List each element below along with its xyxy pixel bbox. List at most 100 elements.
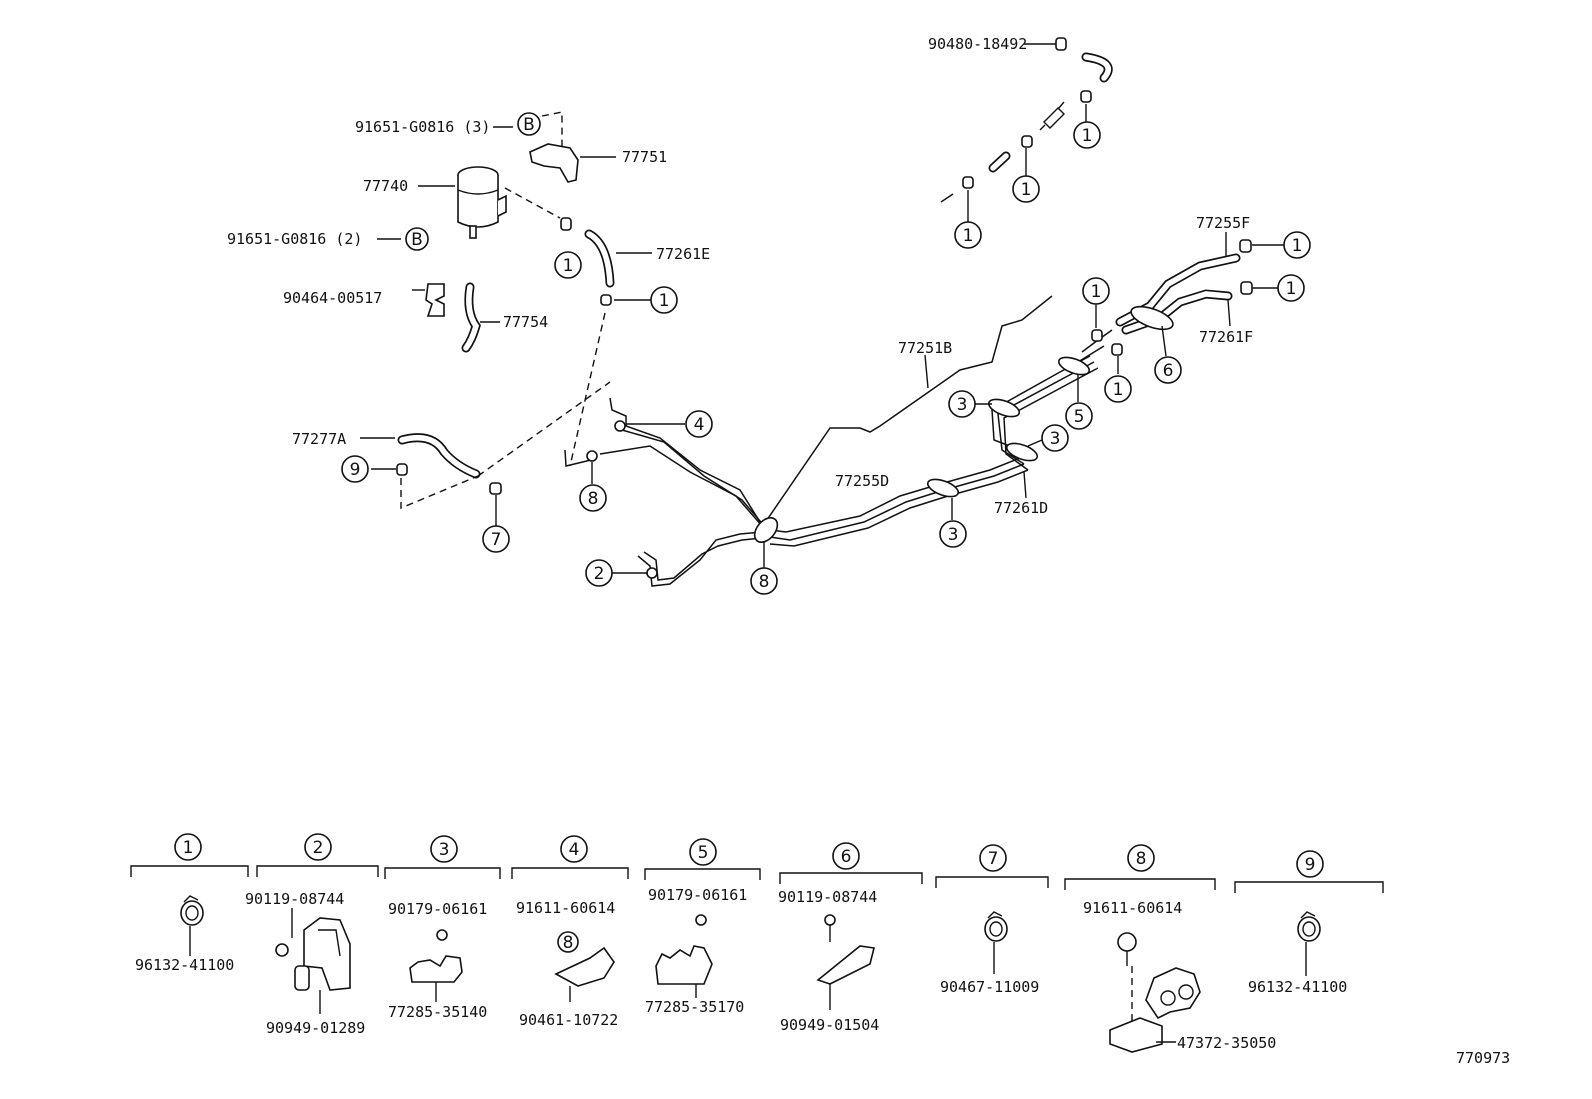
canister-77740: [457, 175, 499, 228]
legend-group-5: 5 90179-06161 77285-35170: [644, 838, 761, 1016]
label-90480-18492: 90480-18492: [928, 35, 1027, 53]
hose-77277a-group: 77277A: [292, 381, 611, 526]
label-77277a: 77277A: [292, 430, 346, 448]
part-77285-35170: 77285-35170: [645, 998, 744, 1016]
callout-1: 1: [1277, 274, 1305, 302]
part-90179-06161: 90179-06161: [388, 900, 487, 918]
callout-5: 5: [1065, 402, 1093, 430]
part-91611-60614-b: 91611-60614: [1083, 899, 1182, 917]
svg-text:4: 4: [569, 840, 580, 860]
callout-8: 8: [750, 567, 778, 595]
fuel-pipes: 77251B: [564, 104, 1284, 587]
legend-group-9: 9 96132-41100: [1234, 850, 1384, 996]
svg-text:8: 8: [759, 572, 770, 592]
part-96132-41100-b: 96132-41100: [1248, 978, 1347, 996]
legend-group-6: 6 90119-08744 90949-01504: [778, 842, 923, 1034]
part-90461-10722: 90461-10722: [519, 1011, 618, 1029]
callout-1: 1: [1283, 231, 1311, 259]
label-77261e: 77261E: [656, 245, 710, 263]
callouts: 1 1 1 1 1 1 1 1 1 6 5 3 3 3 4 8 8 2 9 7: [341, 121, 1311, 595]
svg-text:5: 5: [698, 843, 709, 863]
callout-1: 1: [1012, 175, 1040, 203]
svg-text:1: 1: [1082, 126, 1093, 146]
legend-group-4: 4 91611-60614 8 90461-10722: [511, 835, 629, 1029]
legend-group-8: 8 91611-60614 47372-35050: [1064, 844, 1276, 1053]
part-77285-35140: 77285-35140: [388, 1003, 487, 1021]
svg-text:1: 1: [563, 256, 574, 276]
svg-text:B: B: [411, 230, 423, 250]
svg-text:3: 3: [439, 840, 450, 860]
svg-text:8: 8: [563, 933, 574, 953]
clamp-icon: [1055, 37, 1067, 51]
label-91651-g0816-2: 91651-G0816 (2): [227, 230, 362, 248]
svg-text:7: 7: [491, 530, 502, 550]
svg-text:3: 3: [948, 525, 959, 545]
callout-1: 1: [1082, 277, 1110, 305]
canister-group: 91651-G0816 (3) B 77751 77740 91651-G081…: [227, 111, 710, 467]
svg-text:6: 6: [841, 847, 852, 867]
legend: 1 96132-41100 2 90119-08744 90949-01289 …: [130, 833, 1384, 1053]
part-90949-01504: 90949-01504: [780, 1016, 879, 1034]
legend-group-3: 3 90179-06161 77285-35140: [384, 835, 501, 1021]
svg-text:8: 8: [1136, 849, 1147, 869]
svg-text:4: 4: [694, 415, 705, 435]
clip-90464: [425, 283, 445, 317]
svg-text:5: 5: [1074, 407, 1085, 427]
label-77255f: 77255F: [1196, 214, 1250, 232]
svg-text:9: 9: [350, 460, 361, 480]
part-96132-41100: 96132-41100: [135, 956, 234, 974]
diagram-id: 770973: [1456, 1049, 1510, 1067]
svg-text:8: 8: [588, 489, 599, 509]
svg-text:1: 1: [1292, 236, 1303, 256]
svg-text:1: 1: [1286, 279, 1297, 299]
label-91651-g0816-3: 91651-G0816 (3): [355, 118, 490, 136]
callout-8: 8: [579, 484, 607, 512]
part-90467-11009: 90467-11009: [940, 978, 1039, 996]
callout-4: 4: [685, 410, 713, 438]
label-77740: 77740: [363, 177, 408, 195]
callout-1: 1: [1073, 121, 1101, 149]
callout-1: 1: [650, 286, 678, 314]
svg-text:1: 1: [1113, 380, 1124, 400]
legend-group-1: 1 96132-41100: [130, 833, 249, 974]
label-77255d: 77255D: [835, 472, 889, 490]
part-90119-08744-b: 90119-08744: [778, 888, 877, 906]
svg-text:6: 6: [1163, 361, 1174, 381]
callout-7: 7: [482, 525, 510, 553]
part-90949-01289: 90949-01289: [266, 1019, 365, 1037]
part-47372-35050: 47372-35050: [1177, 1034, 1276, 1052]
callout-3: 3: [1041, 424, 1069, 452]
hose-chain-top: 90480-18492: [928, 35, 1113, 203]
callout-3: 3: [939, 520, 967, 548]
legend-group-7: 7 90467-11009: [935, 844, 1049, 996]
callout-6: 6: [1154, 356, 1182, 384]
legend-group-2: 2 90119-08744 90949-01289: [245, 833, 379, 1037]
part-90119-08744: 90119-08744: [245, 890, 344, 908]
label-77754: 77754: [503, 313, 548, 331]
callout-1: 1: [554, 251, 582, 279]
label-77751: 77751: [622, 148, 667, 166]
svg-text:2: 2: [594, 564, 605, 584]
svg-text:1: 1: [963, 226, 974, 246]
callout-2: 2: [585, 559, 613, 587]
bracket-77751: [529, 143, 579, 183]
svg-text:9: 9: [1305, 855, 1316, 875]
callout-1: 1: [954, 221, 982, 249]
svg-text:3: 3: [1050, 429, 1061, 449]
label-77261d: 77261D: [994, 499, 1048, 517]
label-77251b: 77251B: [898, 339, 952, 357]
svg-text:1: 1: [1091, 282, 1102, 302]
svg-text:1: 1: [1021, 180, 1032, 200]
svg-text:1: 1: [183, 838, 194, 858]
label-77261f: 77261F: [1199, 328, 1253, 346]
svg-text:B: B: [523, 115, 535, 135]
label-90464-00517: 90464-00517: [283, 289, 382, 307]
callout-9: 9: [341, 455, 369, 483]
part-91611-60614: 91611-60614: [516, 899, 615, 917]
clamp-8-main: [753, 517, 779, 543]
svg-text:2: 2: [313, 838, 324, 858]
svg-text:7: 7: [988, 849, 999, 869]
svg-text:1: 1: [659, 291, 670, 311]
part-90179-06161-b: 90179-06161: [648, 886, 747, 904]
